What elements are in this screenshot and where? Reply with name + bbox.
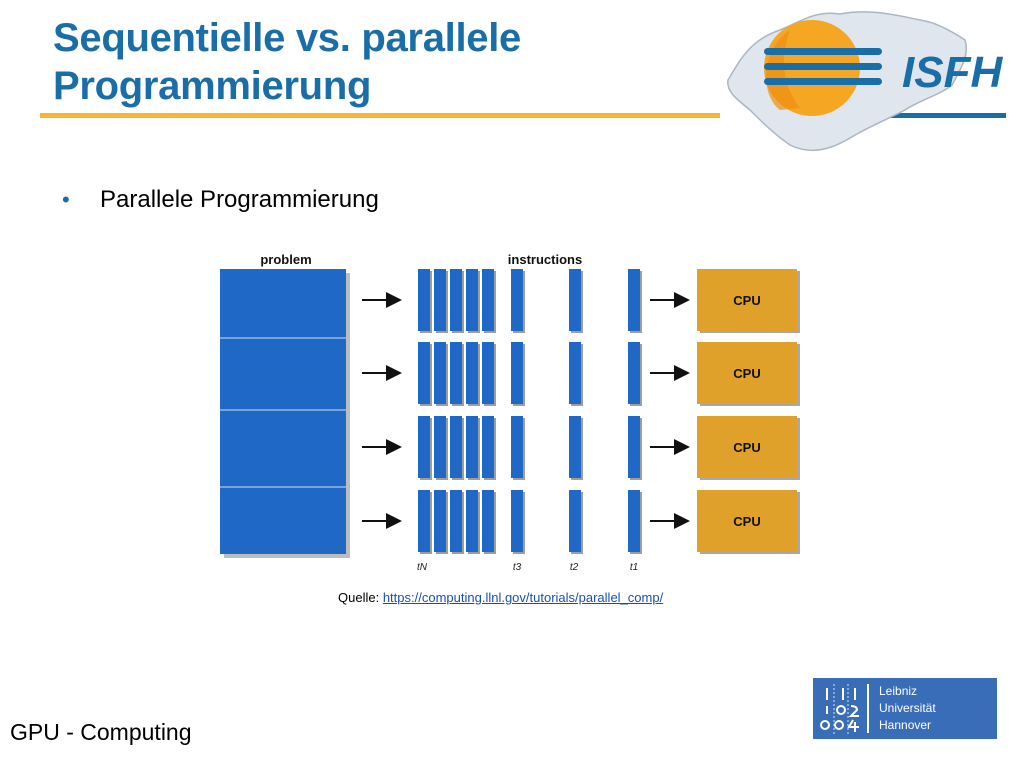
luh-logo-mark bbox=[813, 678, 867, 739]
isfh-logo-text: ISFH bbox=[902, 48, 1003, 97]
instruction-bar bbox=[466, 416, 478, 478]
cpu-label: CPU bbox=[733, 293, 760, 308]
instruction-bar bbox=[418, 342, 430, 404]
instruction-bar bbox=[434, 416, 446, 478]
luh-logo-line-1: Leibniz bbox=[879, 684, 918, 698]
source-prefix: Quelle: bbox=[338, 590, 380, 605]
time-label-tN: tN bbox=[417, 562, 428, 573]
instruction-bar bbox=[569, 269, 581, 331]
problem-label: problem bbox=[260, 252, 311, 267]
instruction-bar bbox=[482, 269, 494, 331]
isfh-logo-stripe-2 bbox=[764, 63, 882, 70]
luh-logo-line-2: Universität bbox=[879, 701, 936, 715]
instruction-bar bbox=[511, 342, 523, 404]
instruction-bar bbox=[466, 490, 478, 552]
time-label-t1: t1 bbox=[630, 562, 638, 573]
instruction-bar bbox=[418, 416, 430, 478]
isfh-logo: ISFH bbox=[727, 11, 1003, 152]
instruction-bar bbox=[466, 342, 478, 404]
instructions-label: instructions bbox=[508, 252, 582, 267]
footer-label: GPU - Computing bbox=[10, 719, 192, 745]
title-underline-blue bbox=[878, 113, 1006, 118]
slide-title: Sequentielle vs. parallele Programmierun… bbox=[53, 14, 521, 110]
instruction-bar bbox=[628, 490, 640, 552]
instruction-bar bbox=[434, 490, 446, 552]
instruction-bar bbox=[482, 416, 494, 478]
luh-logo-text: Leibniz Universität Hannover bbox=[873, 678, 936, 739]
cpu-box bbox=[697, 269, 797, 331]
instruction-bar bbox=[418, 490, 430, 552]
diagram-rows: CPU CPU CPU CPU bbox=[362, 269, 800, 554]
problem-block bbox=[220, 269, 350, 558]
instruction-bar bbox=[628, 269, 640, 331]
bullet-dot-icon: • bbox=[62, 187, 70, 212]
slide-title-line-2: Programmierung bbox=[53, 64, 372, 108]
luh-logo-separator bbox=[867, 684, 869, 733]
instruction-bar bbox=[511, 490, 523, 552]
source-citation: Quelle: https://computing.llnl.gov/tutor… bbox=[338, 590, 663, 605]
instruction-bar bbox=[466, 269, 478, 331]
instruction-bar bbox=[569, 342, 581, 404]
luh-logo-glyphs bbox=[820, 684, 859, 734]
instruction-bar bbox=[482, 342, 494, 404]
cpu-label: CPU bbox=[733, 514, 760, 529]
title-underline-orange bbox=[40, 113, 720, 118]
instruction-bar bbox=[418, 269, 430, 331]
isfh-logo-stripe-1 bbox=[764, 48, 882, 55]
isfh-logo-stripe-3 bbox=[764, 78, 882, 85]
instruction-bar bbox=[628, 416, 640, 478]
instruction-bar bbox=[511, 416, 523, 478]
instruction-bar bbox=[434, 342, 446, 404]
bullet-item: • Parallele Programmierung bbox=[62, 186, 379, 214]
source-link[interactable]: https://computing.llnl.gov/tutorials/par… bbox=[382, 590, 664, 605]
cpu-box bbox=[697, 490, 797, 552]
bullet-text: Parallele Programmierung bbox=[100, 186, 379, 213]
luh-logo-line-3: Hannover bbox=[879, 718, 932, 732]
instruction-bar bbox=[511, 269, 523, 331]
instruction-bar bbox=[569, 416, 581, 478]
instruction-bar bbox=[628, 342, 640, 404]
instruction-bar bbox=[450, 269, 462, 331]
cpu-label: CPU bbox=[733, 440, 760, 455]
instruction-bar bbox=[434, 269, 446, 331]
cpu-box bbox=[697, 416, 797, 478]
cpu-label: CPU bbox=[733, 366, 760, 381]
instruction-bar bbox=[450, 416, 462, 478]
instruction-bar bbox=[569, 490, 581, 552]
luh-logo: Leibniz Universität Hannover bbox=[813, 678, 997, 739]
instruction-bar bbox=[450, 342, 462, 404]
time-label-t3: t3 bbox=[513, 562, 522, 573]
slide-title-line-1: Sequentielle vs. parallele bbox=[53, 16, 521, 60]
problem-block-body bbox=[220, 269, 346, 554]
instruction-bar bbox=[482, 490, 494, 552]
cpu-box bbox=[697, 342, 797, 404]
instruction-bar bbox=[450, 490, 462, 552]
time-label-t2: t2 bbox=[570, 562, 579, 573]
